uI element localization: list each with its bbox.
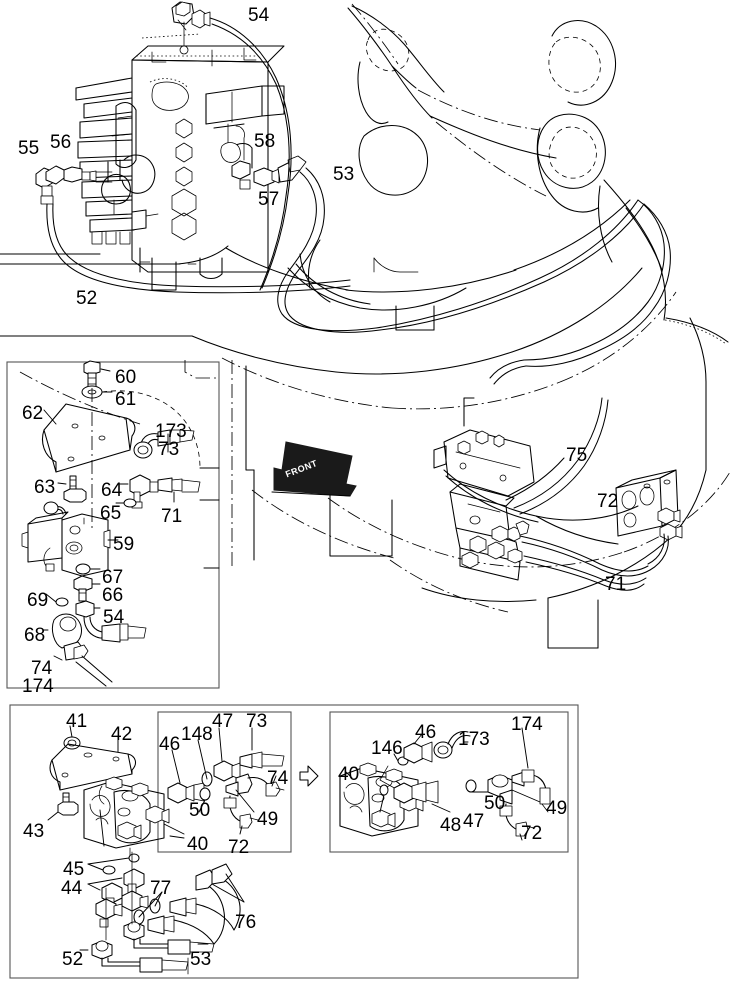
inset-box-3-content (167, 727, 285, 839)
inset-box-4-content (339, 727, 551, 841)
inset-box-2-content (47, 725, 245, 975)
callout-174-b: 174 (511, 714, 543, 735)
callout-54-top: 54 (248, 5, 270, 26)
front-arrow (271, 441, 357, 497)
callout-43: 43 (23, 821, 45, 842)
inset-box-2-frame (9, 704, 579, 979)
callout-61: 61 (115, 389, 137, 410)
callout-148: 148 (181, 724, 213, 745)
inset-box-4-frame (329, 711, 569, 853)
callout-146: 146 (371, 738, 403, 759)
callout-50-a: 50 (189, 800, 211, 821)
callout-53-b: 53 (190, 949, 212, 970)
callout-40-b: 40 (338, 764, 360, 785)
callout-64: 64 (101, 480, 123, 501)
callout-58: 58 (254, 131, 276, 152)
callout-44: 44 (61, 878, 83, 899)
callout-65: 65 (100, 503, 122, 524)
callout-68: 68 (24, 625, 46, 646)
callout-45: 45 (63, 859, 85, 880)
center-valve-group (433, 397, 683, 591)
callout-77: 77 (150, 878, 172, 899)
callout-66: 66 (102, 585, 124, 606)
callout-63: 63 (34, 477, 56, 498)
callout-67: 67 (102, 567, 124, 588)
fitting-55-56 (35, 165, 351, 294)
inset-box-1-frame (6, 361, 220, 689)
callout-76: 76 (235, 912, 257, 933)
callout-52-main: 52 (76, 288, 98, 309)
callout-46-a: 46 (159, 734, 181, 755)
callout-42: 42 (111, 724, 133, 745)
callout-62: 62 (22, 403, 44, 424)
callout-46-b: 46 (415, 722, 437, 743)
callout-73-a: 73 (158, 439, 180, 460)
callout-40-a: 40 (187, 834, 209, 855)
fitting-54-top (141, 1, 292, 291)
callout-49-b: 49 (546, 798, 568, 819)
callout-54-a: 54 (103, 607, 125, 628)
callout-173-b: 173 (458, 729, 490, 750)
callout-49-a: 49 (257, 809, 279, 830)
callout-72-b: 72 (521, 823, 543, 844)
callout-56: 56 (50, 132, 72, 153)
callout-52-b: 52 (62, 949, 84, 970)
callout-41: 41 (66, 711, 88, 732)
fitting-57-58 (220, 142, 671, 385)
callout-71-a: 71 (161, 506, 183, 527)
callout-60: 60 (115, 367, 137, 388)
inset-box-1-content (19, 360, 220, 687)
callout-53-main: 53 (333, 164, 355, 185)
callout-55: 55 (18, 138, 40, 159)
inset-box-3-frame (157, 711, 292, 853)
callout-72-a: 72 (228, 837, 250, 858)
callout-50-b: 50 (484, 793, 506, 814)
callout-74-a: 74 (31, 658, 53, 679)
callout-59: 59 (113, 534, 135, 555)
callout-72-main: 72 (597, 491, 619, 512)
callout-69: 69 (27, 590, 49, 611)
control-valve-assembly (75, 45, 285, 291)
callout-47-a: 47 (212, 711, 234, 732)
callout-48: 48 (440, 815, 462, 836)
callout-47-b: 47 (463, 811, 485, 832)
callout-73-b: 73 (246, 711, 268, 732)
callout-74-b: 74 (267, 768, 289, 789)
transfer-arrow (299, 765, 319, 787)
callout-75: 75 (566, 445, 588, 466)
callout-57: 57 (258, 189, 280, 210)
callout-173-a: 173 (155, 421, 187, 442)
callout-71-main: 71 (605, 574, 627, 595)
callout-174-a: 174 (22, 676, 54, 697)
